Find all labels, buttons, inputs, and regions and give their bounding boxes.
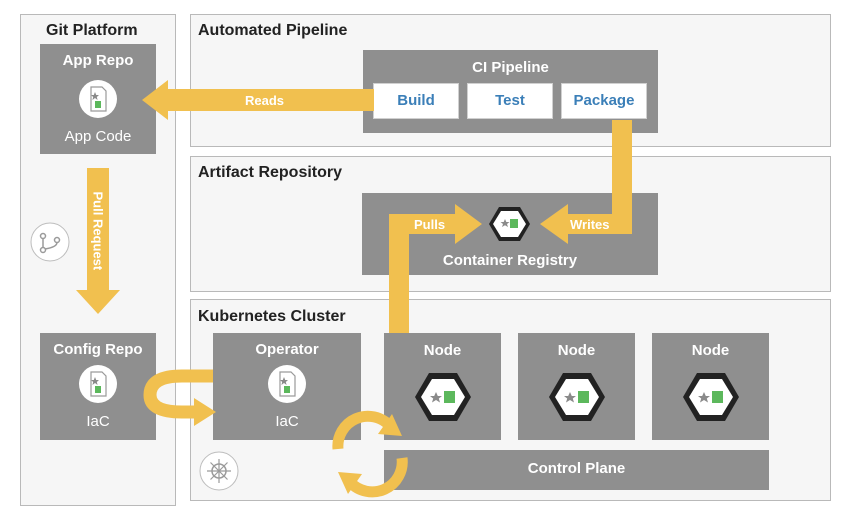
config-repo-box[interactable]: Config Repo IaC (40, 333, 156, 440)
ci-pipeline-title: CI Pipeline (472, 59, 549, 76)
package-step[interactable]: Package (561, 83, 647, 119)
node-container-icon-3 (683, 373, 739, 421)
app-repo-title: App Repo (62, 52, 134, 69)
pull-request-arrow (76, 168, 120, 314)
reads-arrow (142, 80, 374, 120)
kubernetes-helm-icon (199, 451, 239, 491)
build-step[interactable]: Build (373, 83, 459, 119)
reads-label: Reads (245, 93, 285, 108)
git-branch-icon (30, 222, 70, 262)
reconcile-cycle-icon (332, 410, 408, 498)
sync-loop-arrow (143, 369, 216, 426)
pulls-label: Pulls (414, 217, 446, 232)
writes-label: Writes (570, 217, 610, 232)
config-repo-doc-icon (79, 365, 117, 403)
control-plane-title: Control Plane (527, 460, 626, 477)
app-repo-subtitle: App Code (64, 128, 132, 145)
node-title-1: Node (423, 342, 462, 359)
operator-subtitle: IaC (275, 413, 299, 430)
node-title-3: Node (691, 342, 730, 359)
pulls-arrow (389, 204, 482, 333)
test-step[interactable]: Test (467, 83, 553, 119)
artifact-repository-title: Artifact Repository (198, 164, 343, 181)
node-container-icon-1 (415, 373, 471, 421)
config-repo-subtitle: IaC (86, 413, 110, 430)
operator-title: Operator (255, 341, 319, 358)
control-plane-box[interactable]: Control Plane (384, 450, 769, 490)
container-icon (489, 207, 530, 241)
node-title-2: Node (557, 342, 596, 359)
operator-doc-icon (268, 365, 306, 403)
app-code-doc-icon (79, 80, 117, 118)
pull-request-label: Pull Request (90, 191, 106, 271)
kubernetes-cluster-title: Kubernetes Cluster (198, 308, 346, 325)
git-platform-title: Git Platform (46, 22, 138, 39)
writes-arrow (540, 120, 632, 244)
container-registry-title: Container Registry (442, 252, 578, 269)
node-container-icon-2 (549, 373, 605, 421)
automated-pipeline-title: Automated Pipeline (198, 22, 348, 39)
config-repo-title: Config Repo (53, 341, 143, 358)
app-repo-box[interactable]: App Repo App Code (40, 44, 156, 154)
